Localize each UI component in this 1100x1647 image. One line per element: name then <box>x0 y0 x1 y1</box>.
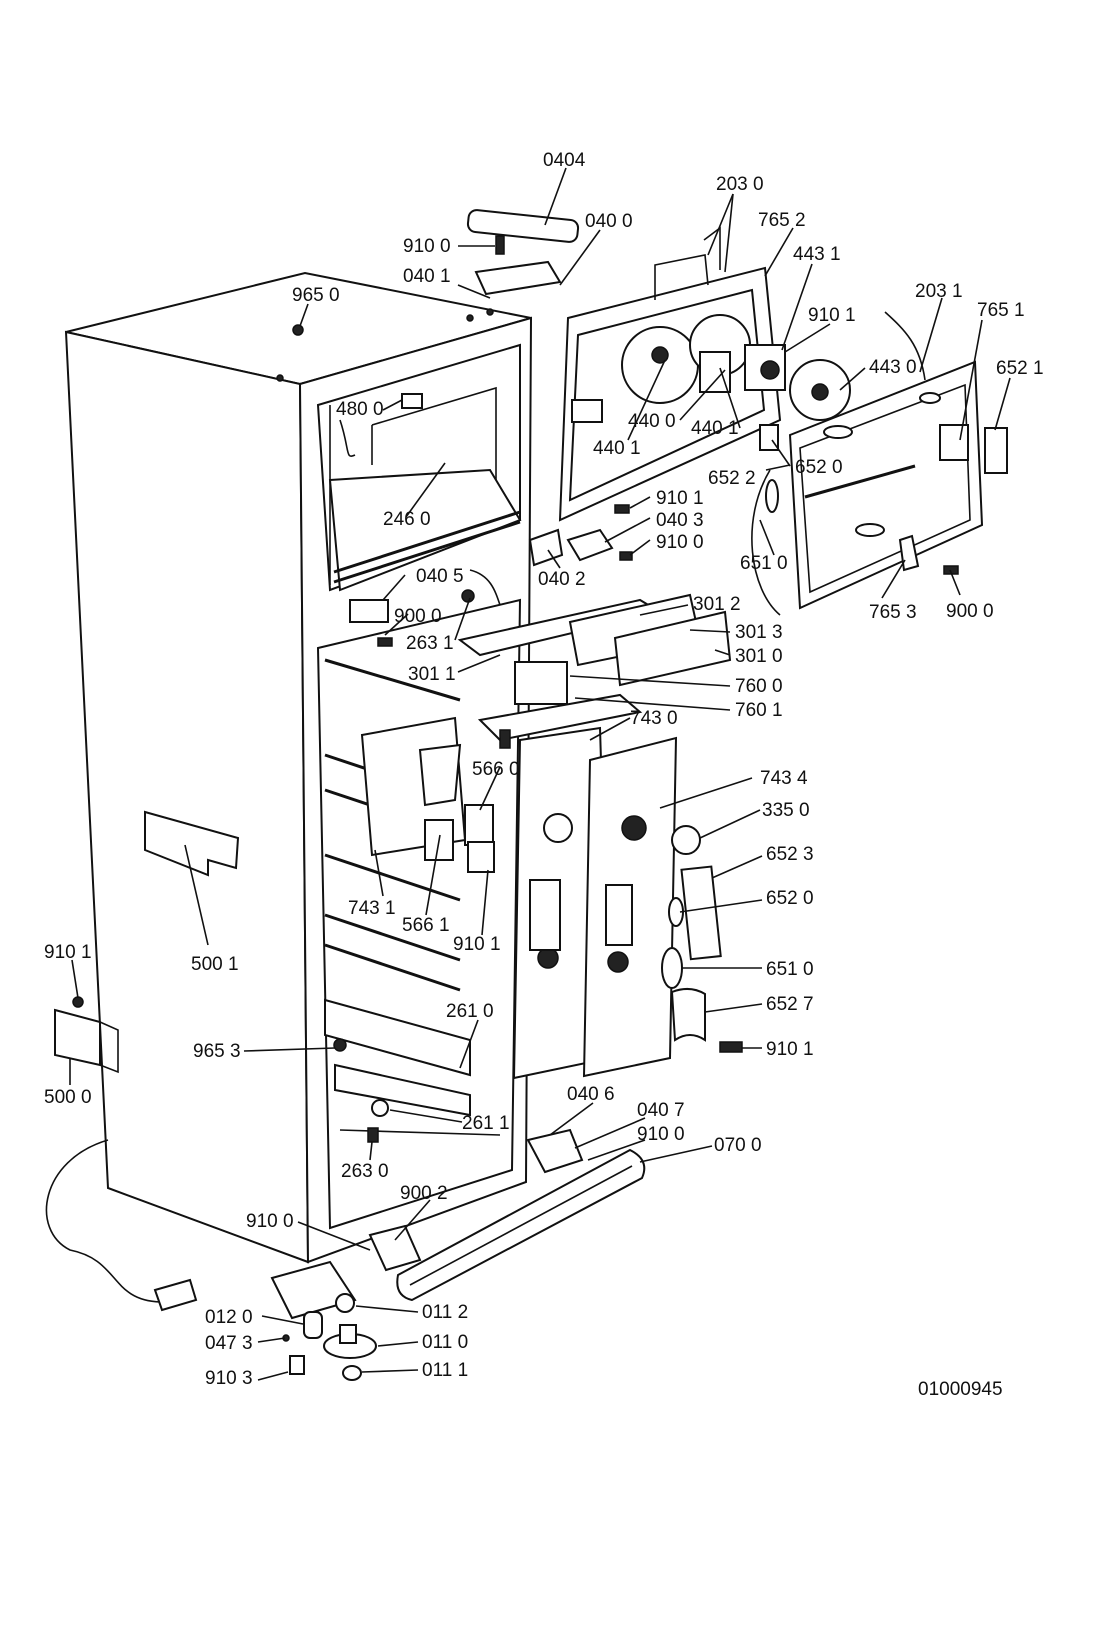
part-label: 040 5 <box>416 566 464 587</box>
bottom-grille-070 <box>368 1128 646 1302</box>
part-label: 203 0 <box>716 174 764 195</box>
middle-hinge <box>528 504 633 567</box>
part-label: 335 0 <box>762 800 810 821</box>
misc-small-parts <box>333 565 959 1143</box>
bottom-hinge-and-feet <box>270 1260 377 1381</box>
part-label: 910 1 <box>766 1039 814 1060</box>
part-label: 965 3 <box>193 1041 241 1062</box>
fan-motor-assembly <box>699 344 851 451</box>
top-handle-040 <box>292 209 580 336</box>
part-label: 743 4 <box>760 768 808 789</box>
part-label: 652 0 <box>766 888 814 909</box>
part-label: 910 0 <box>637 1124 685 1145</box>
part-label: 263 0 <box>341 1161 389 1182</box>
part-label: 765 3 <box>869 602 917 623</box>
part-label: 910 1 <box>656 488 704 509</box>
part-label: 301 0 <box>735 646 783 667</box>
control-module-301 <box>349 593 732 742</box>
air-duct-743 <box>512 726 678 1080</box>
part-label: 440 0 <box>628 411 676 432</box>
part-label: 760 1 <box>735 700 783 721</box>
thermostat-lamp-parts <box>661 825 743 1053</box>
part-labels: 0404 203 0 040 0 765 2 910 0 443 1 040 1… <box>44 150 1044 1389</box>
part-label: 900 0 <box>394 606 442 627</box>
crisper-parts-566 <box>360 716 495 873</box>
part-label: 480 0 <box>336 399 384 420</box>
part-label: 011 1 <box>422 1360 468 1381</box>
part-label: 652 0 <box>795 457 843 478</box>
part-label: 301 2 <box>693 594 741 615</box>
part-label: 040 0 <box>585 211 633 232</box>
part-label: 040 3 <box>656 510 704 531</box>
part-label: 012 0 <box>205 1307 253 1328</box>
part-label: 910 3 <box>205 1368 253 1389</box>
part-label: 301 1 <box>408 664 456 685</box>
part-label: 765 2 <box>758 210 806 231</box>
part-label: 910 0 <box>656 532 704 553</box>
part-label: 566 0 <box>472 759 520 780</box>
part-label: 500 1 <box>191 954 239 975</box>
label-sticker-500-1 <box>144 810 240 877</box>
part-label: 040 6 <box>567 1084 615 1105</box>
part-label: 651 0 <box>740 553 788 574</box>
part-label: 440 1 <box>691 418 739 439</box>
part-label: 652 2 <box>708 468 756 489</box>
part-label: 070 0 <box>714 1135 762 1156</box>
power-cord <box>45 1139 198 1312</box>
part-label: 011 0 <box>422 1332 468 1353</box>
part-label: 743 0 <box>630 708 678 729</box>
part-label: 652 1 <box>996 358 1044 379</box>
part-label: 047 3 <box>205 1333 253 1354</box>
part-label: 0404 <box>543 150 586 171</box>
part-label: 443 0 <box>869 357 917 378</box>
part-label: 652 3 <box>766 844 814 865</box>
part-label: 652 7 <box>766 994 814 1015</box>
part-label: 301 3 <box>735 622 783 643</box>
part-label: 500 0 <box>44 1087 92 1108</box>
freezer-compartment <box>316 343 522 592</box>
drawing-number: 01000945 <box>918 1379 1003 1400</box>
part-label: 651 0 <box>766 959 814 980</box>
part-label: 263 1 <box>406 633 454 654</box>
freezer-door-765-2 <box>558 226 782 522</box>
part-label: 040 7 <box>637 1100 685 1121</box>
part-label: 261 0 <box>446 1001 494 1022</box>
part-label: 765 1 <box>977 300 1025 321</box>
part-label: 910 1 <box>44 942 92 963</box>
leader-lines <box>69 167 1011 1381</box>
part-label: 440 1 <box>593 438 641 459</box>
part-label: 910 0 <box>403 236 451 257</box>
part-label: 910 1 <box>808 305 856 326</box>
part-label: 443 1 <box>793 244 841 265</box>
part-label: 203 1 <box>915 281 963 302</box>
part-label: 743 1 <box>348 898 396 919</box>
part-label: 011 2 <box>422 1302 468 1323</box>
part-label: 261 1 <box>462 1113 510 1134</box>
part-label: 900 0 <box>946 601 994 622</box>
part-label: 900 2 <box>400 1183 448 1204</box>
part-label: 910 1 <box>453 934 501 955</box>
part-label: 760 0 <box>735 676 783 697</box>
part-label: 566 1 <box>402 915 450 936</box>
part-label: 965 0 <box>292 285 340 306</box>
part-label: 910 0 <box>246 1211 294 1232</box>
part-label: 246 0 <box>383 509 431 530</box>
part-label: 040 1 <box>403 266 451 287</box>
fridge-door-765-1 <box>751 311 1008 616</box>
side-bracket-500-0 <box>54 996 119 1074</box>
part-label: 040 2 <box>538 569 586 590</box>
